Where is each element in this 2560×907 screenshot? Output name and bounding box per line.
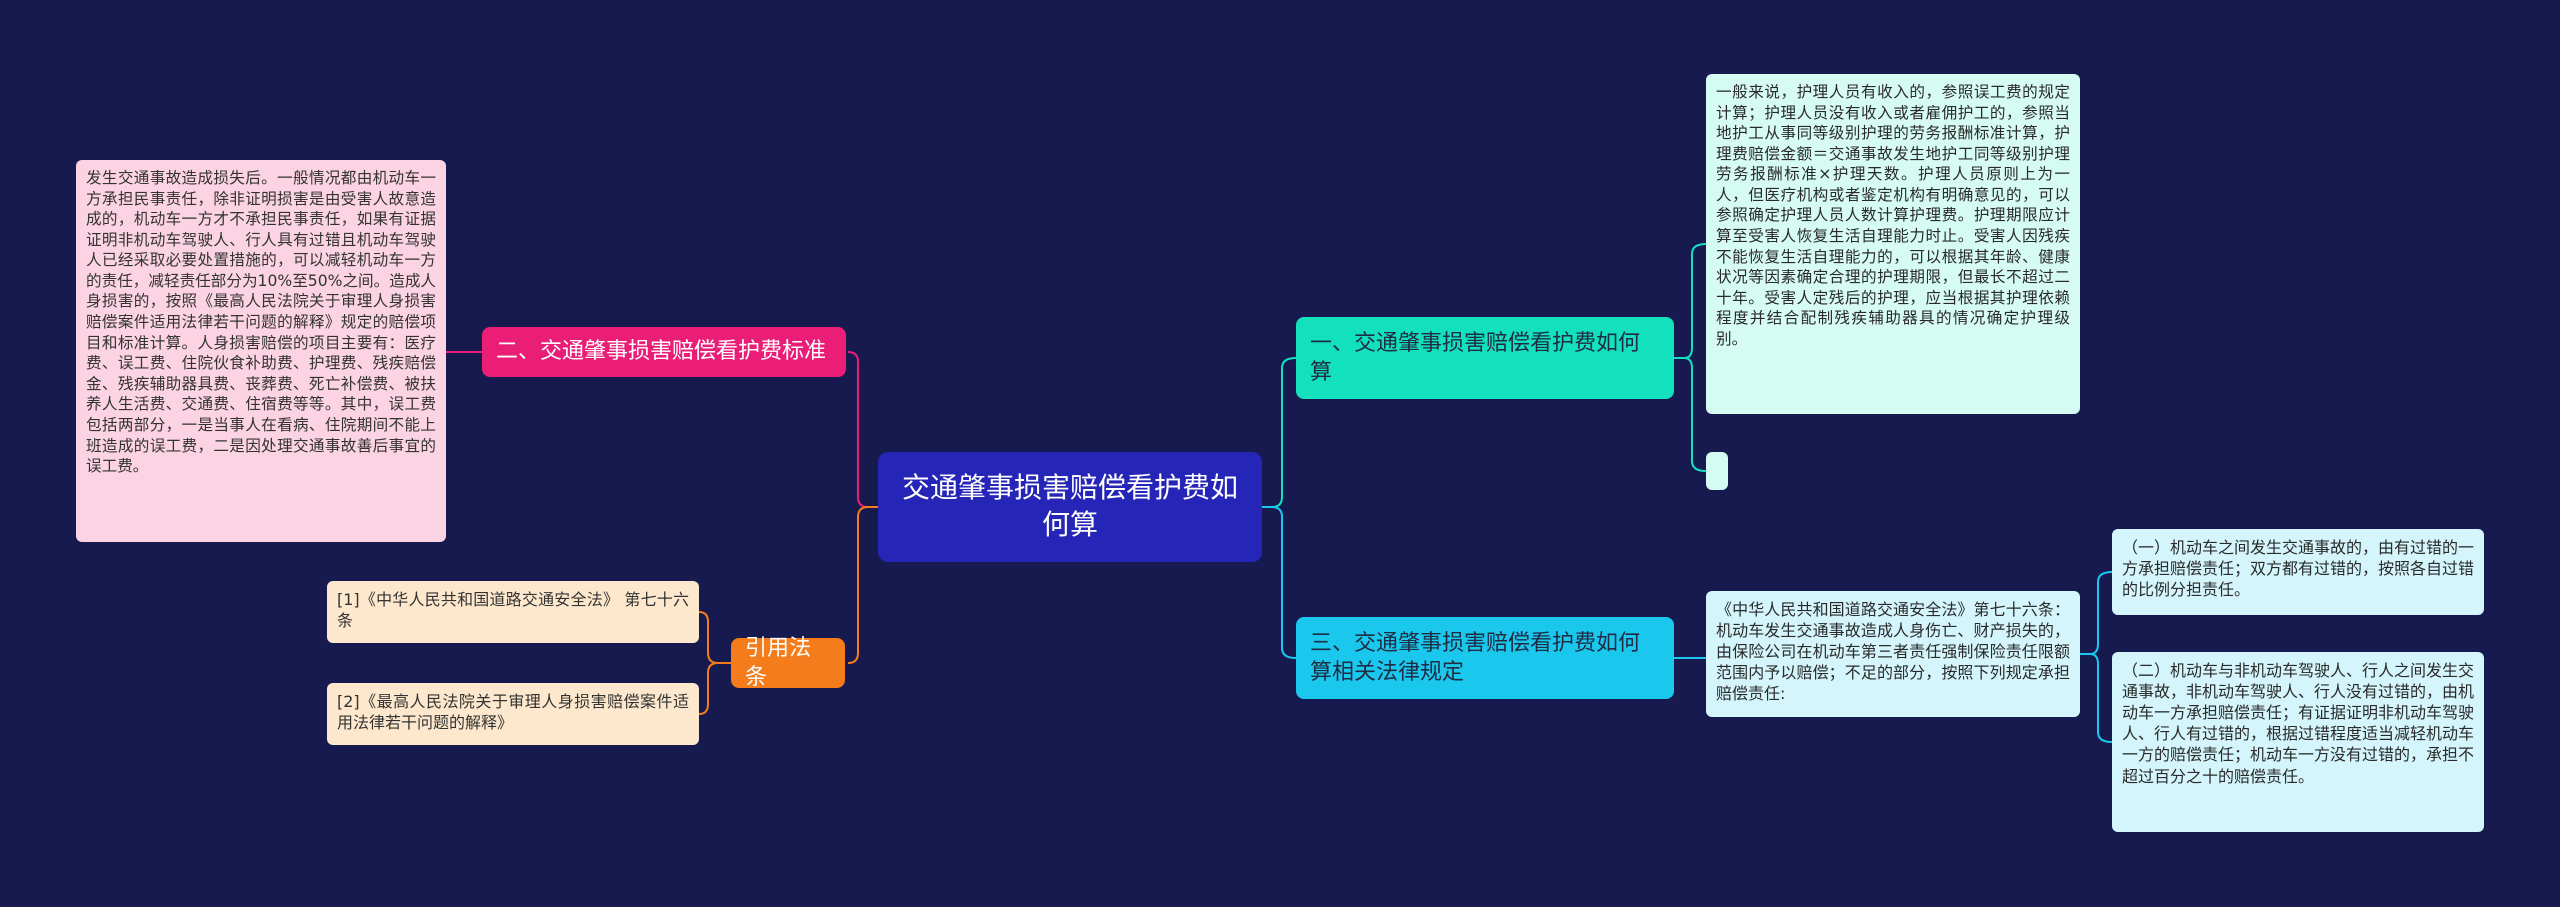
- link-root-references: [847, 506, 878, 664]
- branch-standard[interactable]: 二、交通肇事损害赔偿看护费标准: [482, 327, 846, 377]
- branch-references[interactable]: 引用法条: [731, 636, 845, 690]
- link-ref1: [698, 611, 731, 664]
- leaf-law-clause-1[interactable]: （一）机动车之间发生交通事故的，由有过错的一方承担赔偿责任；双方都有过错的，按照…: [2112, 529, 2484, 615]
- link-ref2: [698, 662, 731, 715]
- link-root-law: [1262, 506, 1297, 659]
- leaf-reference-2[interactable]: [2]《最高人民法院关于审理人身损害赔偿案件适用法律若干问题的解释》: [327, 683, 699, 745]
- link-sub1: [2080, 571, 2113, 655]
- leaf-standard-text[interactable]: 发生交通事故造成损失后。一般情况都由机动车一方承担民事责任，除非证明损害是由受害…: [76, 160, 446, 542]
- leaf-care-text[interactable]: 一般来说，护理人员有收入的，参照误工费的规定计算；护理人员没有收入或者雇佣护工的…: [1706, 74, 2080, 414]
- leaf-reference-1[interactable]: [1]《中华人民共和国道路交通安全法》 第七十六条: [327, 581, 699, 643]
- leaf-law-clause-2[interactable]: （二）机动车与非机动车驾驶人、行人之间发生交通事故，非机动车驾驶人、行人没有过错…: [2112, 652, 2484, 832]
- link-root-standard: [847, 351, 878, 508]
- branch-calculation[interactable]: 一、交通肇事损害赔偿看护费如何算: [1296, 317, 1674, 399]
- link-calc-care: [1674, 243, 1707, 359]
- leaf-law-text[interactable]: 《中华人民共和国道路交通安全法》第七十六条：机动车发生交通事故造成人身伤亡、财产…: [1706, 591, 2080, 717]
- link-root-calculation: [1262, 357, 1297, 508]
- link-calc-empty: [1674, 357, 1707, 472]
- branch-law[interactable]: 三、交通肇事损害赔偿看护费如何算相关法律规定: [1296, 617, 1674, 699]
- root-node[interactable]: 交通肇事损害赔偿看护费如何算: [878, 452, 1262, 562]
- link-sub2: [2080, 653, 2113, 743]
- leaf-empty[interactable]: [1706, 452, 1728, 490]
